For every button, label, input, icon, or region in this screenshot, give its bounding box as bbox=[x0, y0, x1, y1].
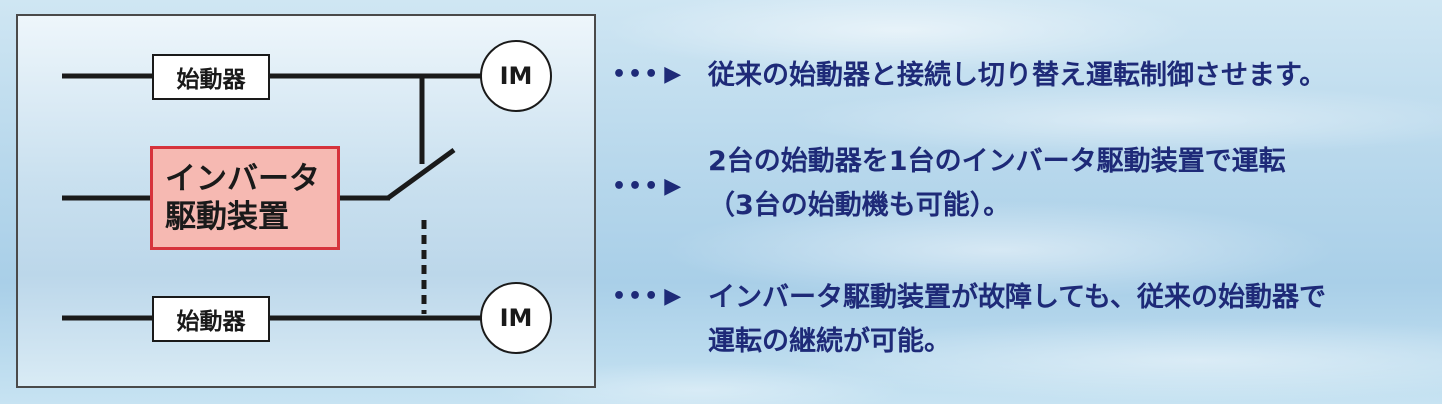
note-line: 従来の始動器と接続し切り替え運転制御させます。 bbox=[708, 60, 1327, 91]
changeover-switch-blade bbox=[386, 147, 456, 201]
induction-motor-top: IM bbox=[480, 40, 552, 112]
motor-bottom-label: IM bbox=[499, 304, 533, 332]
starter-bottom-label: 始動器 bbox=[176, 309, 246, 335]
inverter-label-line1: インバータ bbox=[165, 161, 320, 197]
arrow-right-icon: ▶ bbox=[664, 61, 682, 87]
arrow-right-icon: ▶ bbox=[664, 283, 682, 309]
dots-icon: ••• bbox=[612, 173, 661, 199]
motor-top-label: IM bbox=[499, 62, 533, 90]
note-text: 2台の始動器を1台のインバータ駆動装置で運転 （3台の始動機も可能）。 bbox=[708, 140, 1286, 228]
note-pointer: ••• ▶ bbox=[612, 276, 708, 316]
starter-box-top: 始動器 bbox=[152, 54, 270, 100]
note-line: 運転の継続が可能。 bbox=[708, 326, 951, 357]
inverter-drive-box: インバータ 駆動装置 bbox=[150, 146, 340, 250]
note-line: 2台の始動器を1台のインバータ駆動装置で運転 bbox=[708, 146, 1286, 177]
note-pointer: ••• ▶ bbox=[612, 54, 708, 94]
note-line: インバータ駆動装置が故障しても、従来の始動器で bbox=[708, 282, 1327, 313]
note-3: ••• ▶ インバータ駆動装置が故障しても、従来の始動器で 運転の継続が可能。 bbox=[612, 276, 1326, 364]
starter-top-label: 始動器 bbox=[176, 67, 246, 93]
dots-icon: ••• bbox=[612, 61, 661, 87]
note-2: ••• ▶ 2台の始動器を1台のインバータ駆動装置で運転 （3台の始動機も可能）… bbox=[612, 140, 1286, 228]
arrow-right-icon: ▶ bbox=[664, 173, 682, 199]
inverter-label-line2: 駆動装置 bbox=[165, 199, 289, 235]
note-1: ••• ▶ 従来の始動器と接続し切り替え運転制御させます。 bbox=[612, 54, 1326, 98]
induction-motor-bottom: IM bbox=[480, 282, 552, 354]
note-text: インバータ駆動装置が故障しても、従来の始動器で 運転の継続が可能。 bbox=[708, 276, 1326, 364]
dots-icon: ••• bbox=[612, 283, 661, 309]
note-line: （3台の始動機も可能）。 bbox=[708, 190, 1011, 221]
note-text: 従来の始動器と接続し切り替え運転制御させます。 bbox=[708, 54, 1326, 98]
starter-box-bottom: 始動器 bbox=[152, 296, 270, 342]
circuit-diagram: 始動器 インバータ 駆動装置 始動器 IM IM bbox=[16, 14, 596, 388]
circuit-wiring bbox=[62, 73, 482, 321]
note-pointer: ••• ▶ bbox=[612, 166, 708, 206]
